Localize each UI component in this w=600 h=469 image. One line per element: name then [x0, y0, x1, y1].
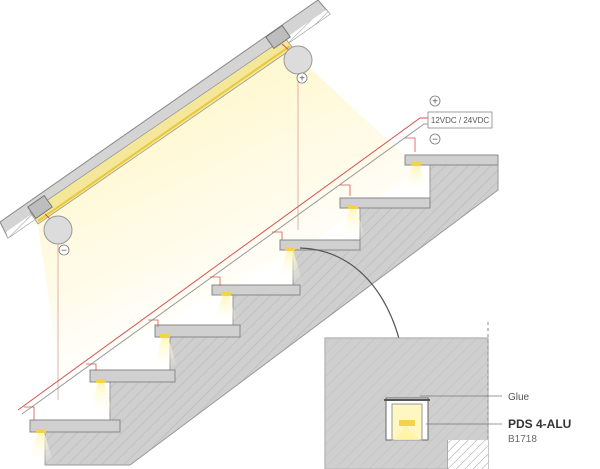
- plus-symbol-top: +: [299, 74, 305, 85]
- detail-inset: [324, 322, 489, 469]
- plus-symbol-power: +: [432, 97, 438, 108]
- glue-label: Glue: [508, 392, 530, 403]
- power-supply: + 12VDC / 24VDC −: [427, 95, 493, 146]
- product-code: B1718: [508, 434, 537, 445]
- tread-2: [89, 369, 176, 383]
- wall-handrail: [0, 0, 331, 239]
- minus-symbol-bottom: −: [61, 246, 67, 257]
- led-spots: [28, 162, 428, 465]
- stair-treads: [29, 154, 499, 433]
- tread-1: [29, 419, 121, 433]
- product-name: PDS 4-ALU: [508, 417, 571, 431]
- tread-6: [339, 197, 431, 209]
- tread-3: [154, 324, 241, 338]
- minus-symbol-power: −: [432, 135, 438, 146]
- handrail-light-glow: [35, 45, 420, 375]
- bracket-bottom: −: [27, 194, 73, 400]
- tread-4: [211, 284, 301, 296]
- wiring: [17, 117, 428, 420]
- tread-7: [404, 154, 499, 166]
- bracket-top: +: [265, 24, 313, 230]
- voltage-label: 12VDC / 24VDC: [431, 116, 489, 125]
